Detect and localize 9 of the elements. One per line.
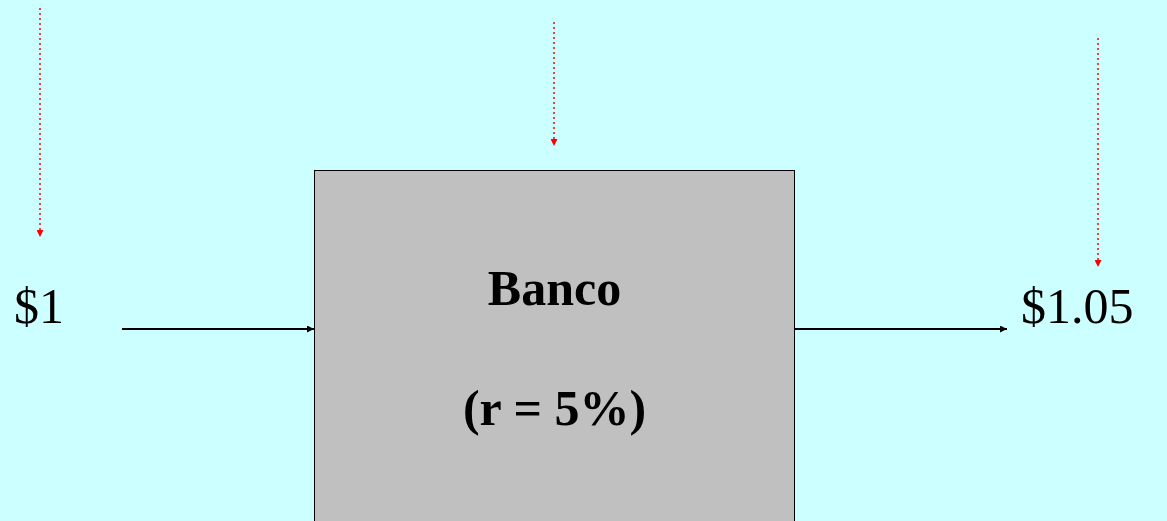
arrow xyxy=(121,325,315,333)
amount-label: $1 xyxy=(14,281,74,331)
arrow xyxy=(1094,37,1102,268)
arrow xyxy=(550,21,558,147)
arrow xyxy=(36,7,44,238)
process-box xyxy=(314,170,795,521)
arrow xyxy=(794,325,1008,333)
box-title: Banco xyxy=(486,263,623,313)
amount-label: $1.05 xyxy=(1021,281,1163,331)
